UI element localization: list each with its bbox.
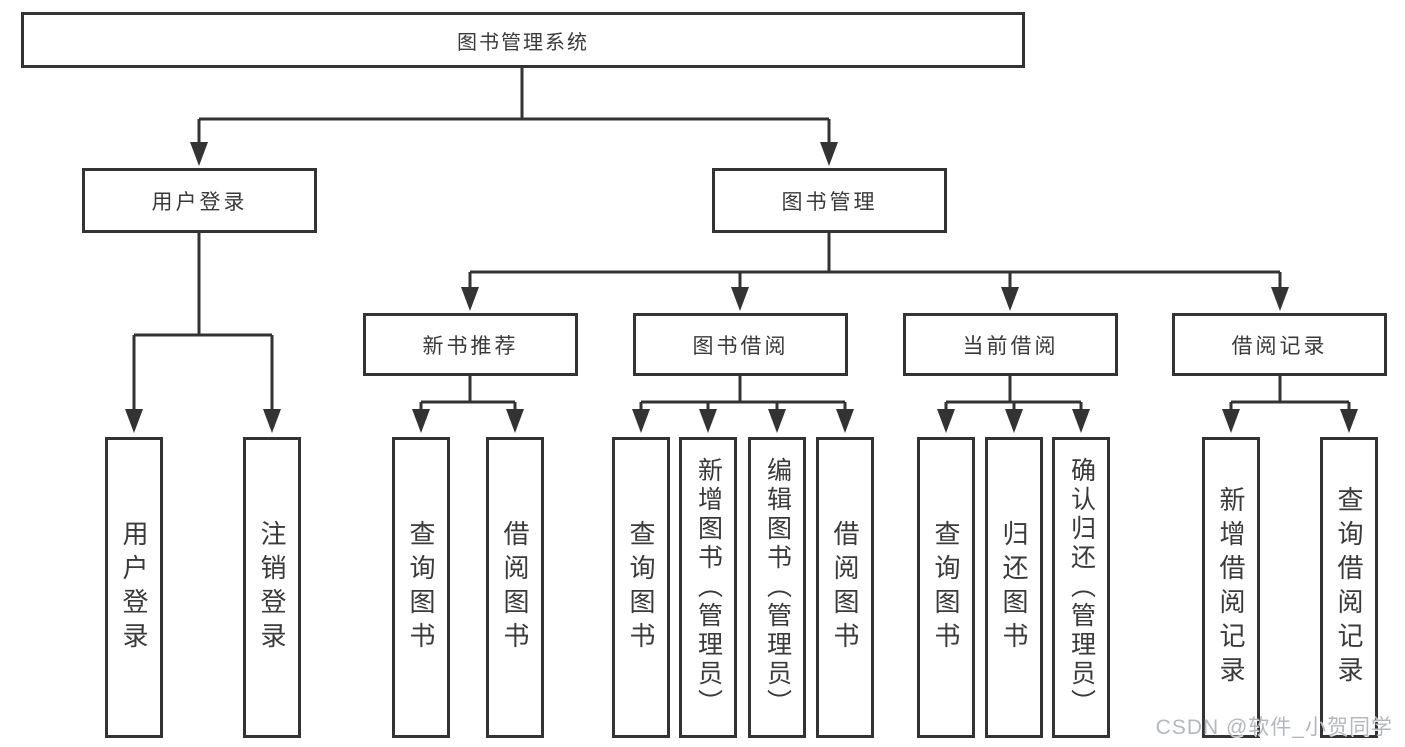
node-borrow-records: 借阅记录 <box>1172 313 1387 376</box>
leaf-borrow-books-recommend: 借阅图书 <box>486 437 544 738</box>
leaf-add-books-admin-label: 新增图书（管理员） <box>694 457 723 718</box>
leaf-query-borrow-record-label: 查询借阅记录 <box>1334 485 1364 690</box>
node-current-borrowing-label: 当前借阅 <box>962 334 1059 358</box>
leaf-confirm-return-admin: 确认归还（管理员） <box>1052 437 1110 738</box>
leaf-user-login-label: 用户登录 <box>119 519 149 656</box>
node-user-login: 用户登录 <box>82 168 317 233</box>
leaf-query-books-recommend-label: 查询图书 <box>406 519 436 656</box>
leaf-user-login: 用户登录 <box>105 437 163 738</box>
node-book-borrowing-label: 图书借阅 <box>692 334 789 358</box>
leaf-borrow-books-borrowing: 借阅图书 <box>816 437 874 738</box>
leaf-logout-label: 注销登录 <box>257 519 287 656</box>
leaf-query-books-borrowing: 查询图书 <box>612 437 670 738</box>
node-new-book-recommend-label: 新书推荐 <box>422 334 519 358</box>
leaf-query-books-borrowing-label: 查询图书 <box>626 519 656 656</box>
leaf-edit-books-admin: 编辑图书（管理员） <box>748 437 806 738</box>
leaf-query-books-recommend: 查询图书 <box>392 437 450 738</box>
leaf-add-books-admin: 新增图书（管理员） <box>679 437 737 738</box>
leaf-query-books-current-label: 查询图书 <box>931 519 961 656</box>
node-root: 图书管理系统 <box>21 12 1025 68</box>
node-borrow-records-label: 借阅记录 <box>1231 334 1328 358</box>
leaf-confirm-return-admin-label: 确认归还（管理员） <box>1067 457 1096 718</box>
leaf-query-borrow-record: 查询借阅记录 <box>1320 437 1378 738</box>
leaf-add-borrow-record: 新增借阅记录 <box>1202 437 1260 738</box>
leaf-edit-books-admin-label: 编辑图书（管理员） <box>763 457 792 718</box>
leaf-logout: 注销登录 <box>243 437 301 738</box>
node-root-label: 图书管理系统 <box>457 31 589 54</box>
node-book-borrowing: 图书借阅 <box>633 313 848 376</box>
leaf-borrow-books-recommend-label: 借阅图书 <box>500 519 530 656</box>
leaf-query-books-current: 查询图书 <box>917 437 975 738</box>
node-current-borrowing: 当前借阅 <box>903 313 1118 376</box>
node-new-book-recommend: 新书推荐 <box>363 313 578 376</box>
leaf-borrow-books-borrowing-label: 借阅图书 <box>830 519 860 656</box>
node-user-login-label: 用户登录 <box>151 190 248 214</box>
node-book-management: 图书管理 <box>712 168 947 233</box>
leaf-add-borrow-record-label: 新增借阅记录 <box>1216 485 1246 690</box>
leaf-return-books: 归还图书 <box>985 437 1043 738</box>
leaf-return-books-label: 归还图书 <box>999 519 1029 656</box>
node-book-management-label: 图书管理 <box>781 190 878 214</box>
